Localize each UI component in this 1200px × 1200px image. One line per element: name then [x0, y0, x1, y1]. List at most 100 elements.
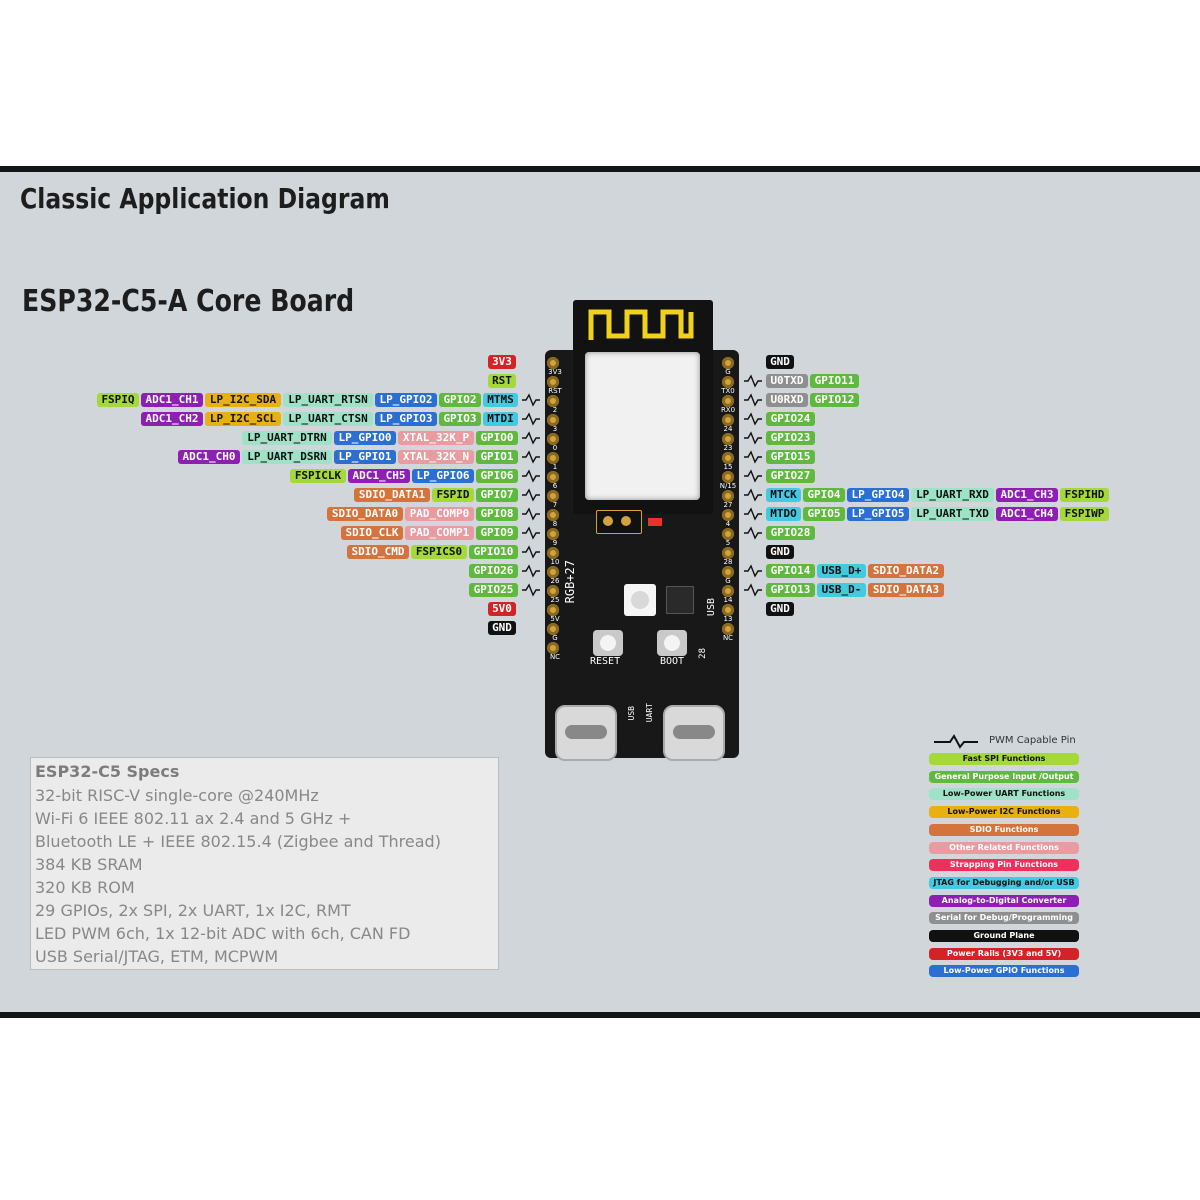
pin-label-fspiwp: FSPIWP — [1060, 507, 1109, 521]
spec-line: Bluetooth LE + IEEE 802.15.4 (Zigbee and… — [35, 832, 441, 851]
legend-item: Ground Plane — [929, 930, 1079, 942]
header-pin — [547, 509, 559, 521]
pin-label-gnd: GND — [766, 545, 794, 559]
legend-item: JTAG for Debugging and/or USB — [929, 876, 1079, 889]
reset-button[interactable] — [593, 630, 623, 656]
legend-item: Fast SPI Functions — [929, 753, 1079, 765]
header-pin — [547, 357, 559, 369]
pin-label-lp_uart_rtsn: LP_UART_RTSN — [283, 393, 373, 407]
pin-label-fspics0: FSPICS0 — [411, 545, 467, 559]
pin-label-gpio8: GPIO8 — [476, 507, 518, 521]
pin-label-adc1_ch0: ADC1_CH0 — [178, 450, 240, 464]
usb-port[interactable] — [555, 705, 617, 761]
header-silk-label: 7 — [552, 501, 558, 509]
pin-label-usb_d-: USB_D- — [817, 583, 866, 597]
header-pin — [547, 490, 559, 502]
spec-line: 384 KB SRAM — [35, 855, 143, 874]
spec-line: 32-bit RISC-V single-core @240MHz — [35, 786, 319, 805]
pin-label-mtdo: MTDO — [766, 507, 801, 521]
header-pin — [722, 433, 734, 445]
legend-pwm-label: PWM Capable Pin — [989, 735, 1076, 746]
pin-label-gpio28: GPIO28 — [766, 526, 815, 540]
legend-item: General Purpose Input /Output — [929, 770, 1079, 783]
header-pin — [722, 585, 734, 597]
uart-port[interactable] — [663, 705, 725, 761]
spec-line: LED PWM 6ch, 1x 12-bit ADC with 6ch, CAN… — [35, 924, 411, 943]
header-pin — [547, 566, 559, 578]
pin-label-gpio25: GPIO25 — [469, 583, 518, 597]
pin-label-rst: RST — [488, 374, 516, 388]
boot-label: BOOT — [660, 656, 685, 667]
pin-label-mtck: MTCK — [766, 488, 801, 502]
legend-item: Other Related Functions — [929, 841, 1079, 854]
header-silk-label: 4 — [725, 520, 731, 528]
header-pin — [547, 528, 559, 540]
pin-label-fspihd: FSPIHD — [1060, 488, 1109, 502]
rgb-label: RGB+27 — [563, 560, 577, 604]
pin-label-gpio9: GPIO9 — [476, 526, 518, 540]
pin-label-sdio_data2: SDIO_DATA2 — [868, 564, 944, 578]
header-silk-label: RST — [548, 387, 562, 395]
pin-label-mtdi: MTDI — [483, 412, 518, 426]
pin-label-sdio_data1: SDIO_DATA1 — [354, 488, 430, 502]
header-silk-label: 24 — [723, 425, 733, 433]
usb-label: USB — [706, 598, 717, 617]
pin-label-gnd: GND — [766, 602, 794, 616]
spec-line: 29 GPIOs, 2x SPI, 2x UART, 1x I2C, RMT — [35, 901, 351, 920]
header-pin — [722, 566, 734, 578]
pin-label-adc1_ch1: ADC1_CH1 — [141, 393, 203, 407]
boot-button[interactable] — [657, 630, 687, 656]
pwm-icon — [934, 734, 978, 749]
header-pin — [722, 414, 734, 426]
header-silk-label: RX0 — [720, 406, 736, 414]
header-silk-label: NC — [722, 634, 734, 642]
pin-label-gnd: GND — [488, 621, 516, 635]
header-pin — [547, 395, 559, 407]
header-pin — [547, 547, 559, 559]
header-silk-label: 10 — [550, 558, 560, 566]
header-silk-label: 1 — [552, 463, 558, 471]
header-silk-label: TX0 — [721, 387, 735, 395]
pin-label-lp_gpio1: LP_GPIO1 — [334, 450, 396, 464]
header-silk-label: 26 — [550, 577, 560, 585]
jumper — [596, 510, 642, 534]
header-silk-label: 27 — [723, 501, 733, 509]
pin-label-pad_comp0: PAD_COMP0 — [405, 507, 474, 521]
spec-line: USB Serial/JTAG, ETM, MCPWM — [35, 947, 279, 966]
pin-label-gpio26: GPIO26 — [469, 564, 518, 578]
header-silk-label: G — [725, 368, 731, 376]
uart-port-label: UART — [645, 703, 654, 723]
pin-label-gpio10: GPIO10 — [469, 545, 518, 559]
usb-port-label: USB — [627, 706, 636, 721]
header-pin — [547, 414, 559, 426]
pin-label-gpio5: GPIO5 — [803, 507, 845, 521]
pin-label-xtal_32k_n: XTAL_32K_N — [398, 450, 474, 464]
pin-label-lp_uart_dsrn: LP_UART_DSRN — [242, 450, 332, 464]
header-pin — [547, 623, 559, 635]
legend-item: SDIO Functions — [929, 823, 1079, 836]
pin-label-gpio11: GPIO11 — [810, 374, 859, 388]
header-pin — [722, 357, 734, 369]
header-pin — [722, 376, 734, 388]
header-pin — [722, 623, 734, 635]
pin-label-fspiq: FSPIQ — [97, 393, 139, 407]
spec-line: Wi-Fi 6 IEEE 802.11 ax 2.4 and 5 GHz + — [35, 809, 352, 828]
header-silk-label: 2 — [552, 406, 558, 414]
pin-label-3v3: 3V3 — [488, 355, 516, 369]
pin-label-lp_gpio0: LP_GPIO0 — [334, 431, 396, 445]
pin-label-gpio23: GPIO23 — [766, 431, 815, 445]
board-title: ESP32-C5-A Core Board — [22, 284, 355, 319]
header-pin — [547, 452, 559, 464]
pin-label-lp_i2c_scl: LP_I2C_SCL — [205, 412, 281, 426]
pin-label-lp_gpio6: LP_GPIO6 — [412, 469, 474, 483]
pin-label-gpio1: GPIO1 — [476, 450, 518, 464]
header-silk-label: 5V — [550, 615, 560, 623]
diagram-title: Classic Application Diagram — [20, 182, 390, 215]
pin-label-u0rxd: U0RXD — [766, 393, 808, 407]
pin-label-adc1_ch3: ADC1_CH3 — [996, 488, 1058, 502]
specs-box: ESP32-C5 Specs 32-bit RISC-V single-core… — [30, 757, 499, 970]
header-silk-label: 14 — [723, 596, 733, 604]
rgb-led — [624, 584, 656, 616]
header-pin — [547, 471, 559, 483]
pin-label-fspiclk: FSPICLK — [290, 469, 346, 483]
